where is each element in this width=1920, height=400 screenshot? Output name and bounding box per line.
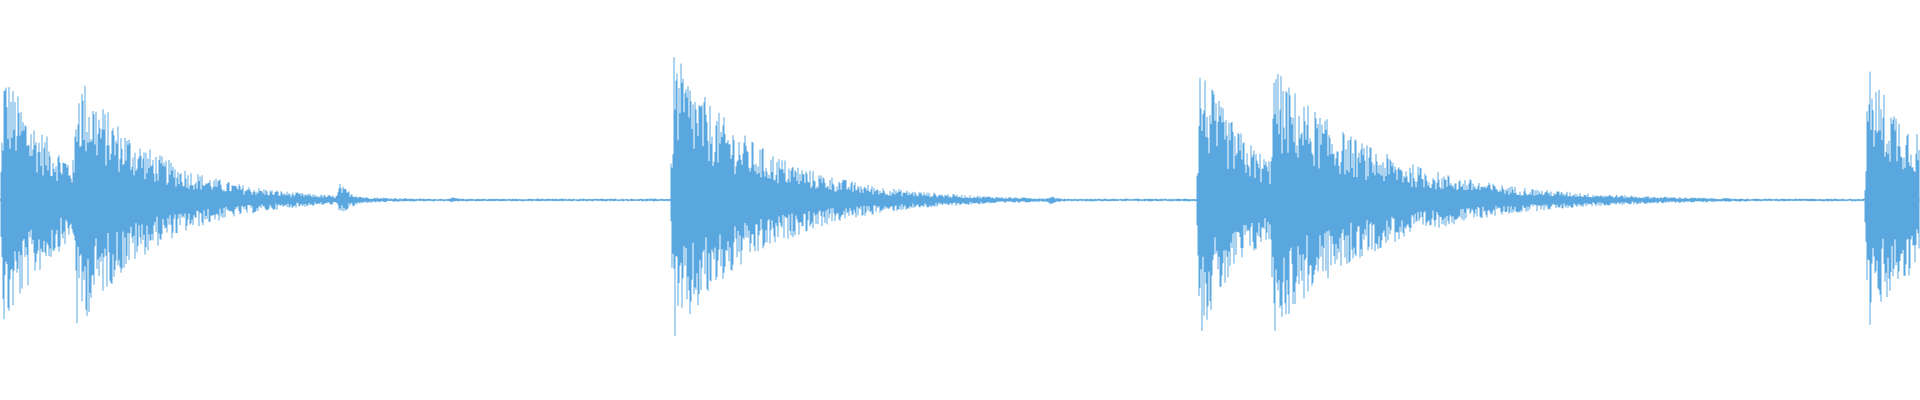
waveform-trace [0,57,1920,336]
